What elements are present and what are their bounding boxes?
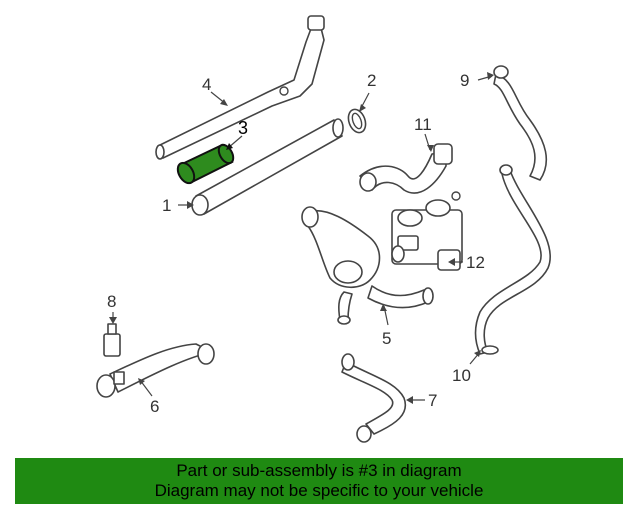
part-4-pipe[interactable] — [155, 15, 325, 160]
part-2-o-ring[interactable] — [345, 107, 368, 135]
part-12-valve[interactable] — [391, 191, 463, 271]
callout-10: 10 — [452, 366, 471, 385]
part-3-end — [176, 161, 196, 185]
callout-12: 12 — [466, 253, 485, 272]
info-banner: Part or sub-assembly is #3 in diagram Di… — [15, 458, 623, 504]
callout-7: 7 — [428, 391, 437, 410]
part-10-hose[interactable] — [474, 164, 551, 355]
callout-11: 11 — [414, 115, 432, 134]
callout-2: 2 — [367, 71, 376, 90]
callout-3: 3 — [238, 118, 248, 138]
callout-5: 5 — [382, 329, 391, 348]
part-9-hose[interactable] — [493, 65, 548, 181]
callout-1: 1 — [162, 196, 171, 215]
callout-8: 8 — [107, 292, 116, 311]
part-5-housing[interactable] — [301, 206, 434, 325]
part-3-sleeve[interactable] — [174, 142, 236, 186]
part-8-sensor[interactable] — [103, 323, 121, 357]
part-6-hose[interactable] — [96, 343, 215, 398]
callout-6: 6 — [150, 397, 159, 416]
part-11-hose[interactable] — [359, 143, 453, 194]
parts-diagram: 1 2 3 4 5 6 7 8 9 10 11 12 — [96, 15, 551, 443]
banner-line-2: Diagram may not be specific to your vehi… — [154, 481, 484, 500]
part-7-hose[interactable] — [341, 353, 407, 443]
part-1-pipe[interactable] — [191, 118, 344, 216]
banner-line-1: Part or sub-assembly is #3 in diagram — [176, 461, 462, 480]
callout-4: 4 — [202, 75, 211, 94]
callout-9: 9 — [460, 71, 469, 90]
